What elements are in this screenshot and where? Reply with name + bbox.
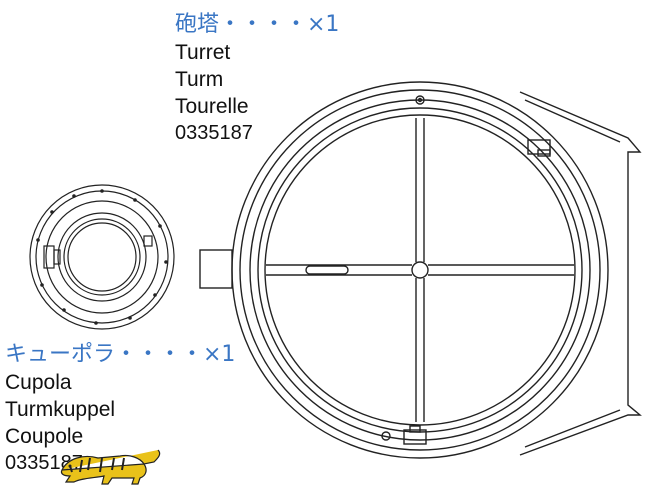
- turret-drawing: [199, 81, 642, 459]
- turret-french-name: Tourelle: [175, 95, 249, 118]
- turret-german-name: Turm: [175, 68, 224, 91]
- turret-english-name: Turret: [175, 41, 231, 64]
- turret-japanese-name: 砲塔・・・・×1: [175, 12, 340, 37]
- tiger-icon: [60, 449, 161, 485]
- cupola-english-name: Cupola: [5, 371, 72, 394]
- cupola-drawing: [29, 184, 175, 330]
- turret-part-number: 0335187: [175, 122, 253, 144]
- cupola-french-name: Coupole: [5, 425, 84, 448]
- cupola-german-name: Turmkuppel: [5, 398, 116, 421]
- cupola-japanese-name: キューポラ・・・・×1: [5, 342, 236, 367]
- turret-label-group: 砲塔・・・・×1 Turret Turm Tourelle 0335187: [175, 12, 340, 144]
